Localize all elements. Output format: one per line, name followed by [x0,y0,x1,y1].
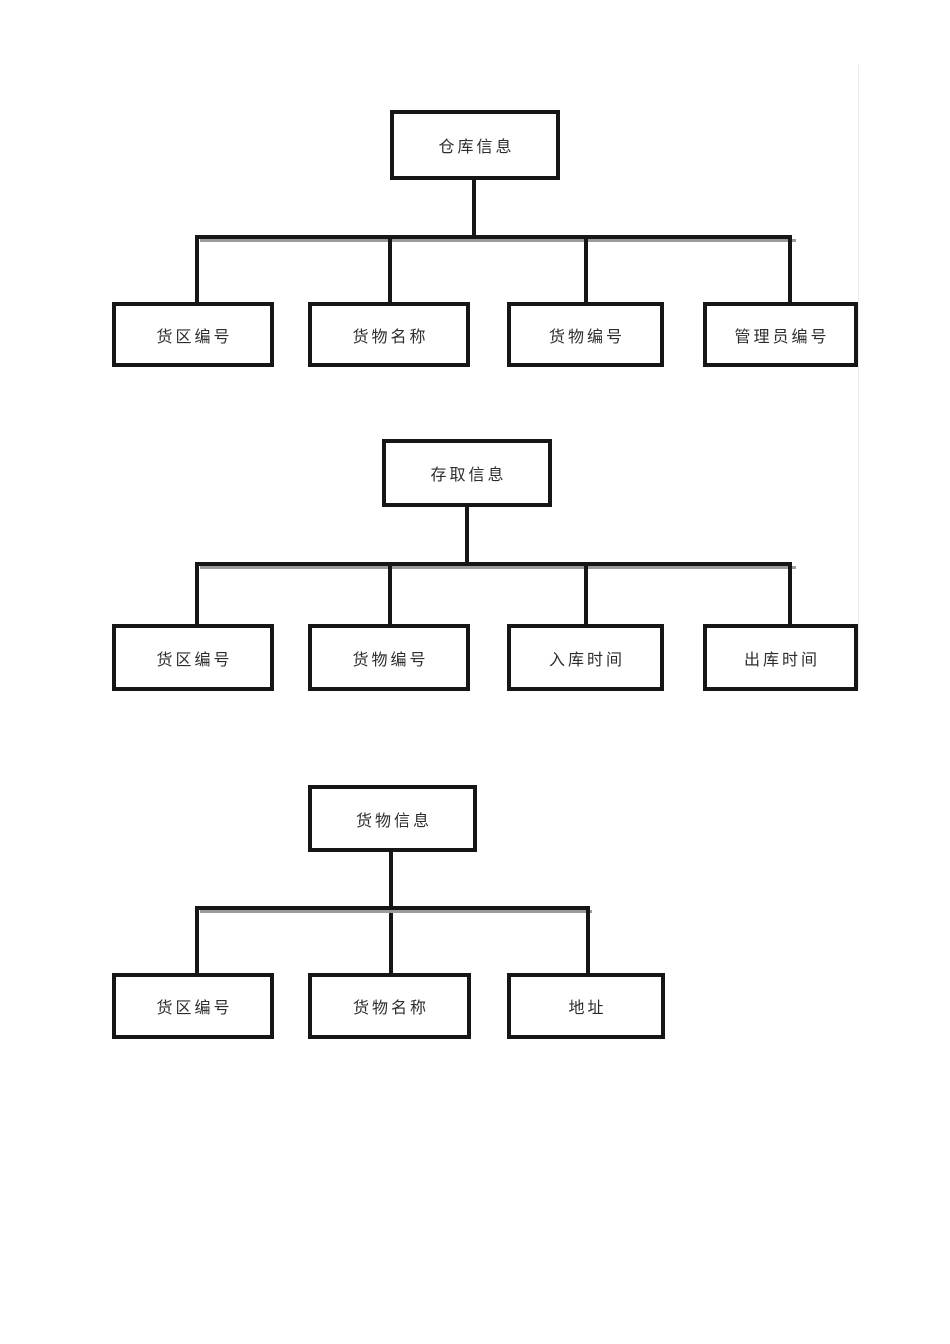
node-cargo-id: 货物编号 [308,624,470,691]
node-label: 货区编号 [156,1000,233,1017]
node-access-info-root: 存取信息 [382,439,552,507]
connector-drop [584,566,588,626]
faint-edge-line [858,65,859,690]
connector-horizontal [195,906,590,910]
connector-horizontal [195,562,792,566]
connector-drop [586,906,590,973]
node-label: 管理员编号 [734,328,830,346]
connector-drop [195,906,199,973]
node-admin-id: 管理员编号 [703,302,858,367]
node-label: 仓库信息 [438,139,515,156]
connector-shadow [200,239,796,242]
node-cargo-name: 货物名称 [308,302,470,367]
node-cargo-id: 货物编号 [507,302,664,367]
node-label: 货物信息 [355,812,432,830]
connector-drop [195,235,199,304]
connector-shadow [200,566,796,569]
connector-drop [388,566,392,626]
node-label: 货物编号 [352,651,429,669]
connector-horizontal [195,235,792,239]
node-label: 存取信息 [430,467,507,484]
node-label: 货物名称 [352,328,429,346]
node-label: 货物名称 [352,1000,429,1017]
node-warehouse-info-root: 仓库信息 [390,110,560,180]
node-address: 地址 [507,973,665,1039]
node-cargo-area-id: 货区编号 [112,624,274,691]
connector-drop [195,562,199,626]
node-label: 地址 [568,1000,607,1017]
node-cargo-area-id: 货区编号 [112,302,274,367]
connector-root-stub [472,178,476,235]
node-cargo-name: 货物名称 [308,973,471,1039]
node-label: 入库时间 [548,651,625,669]
node-cargo-area-id: 货区编号 [112,973,274,1039]
connector-root-stub [465,505,469,562]
node-label: 货区编号 [156,651,233,669]
node-label: 货区编号 [156,328,233,346]
node-label: 出库时间 [743,651,820,669]
connector-drop [788,562,792,626]
connector-drop [388,239,392,304]
connector-shadow [200,910,592,913]
connector-drop [584,239,588,304]
node-cargo-info-root: 货物信息 [308,785,477,852]
node-label: 货物编号 [548,328,625,346]
node-inbound-time: 入库时间 [507,624,664,691]
connector-drop [788,235,792,304]
node-outbound-time: 出库时间 [703,624,858,691]
